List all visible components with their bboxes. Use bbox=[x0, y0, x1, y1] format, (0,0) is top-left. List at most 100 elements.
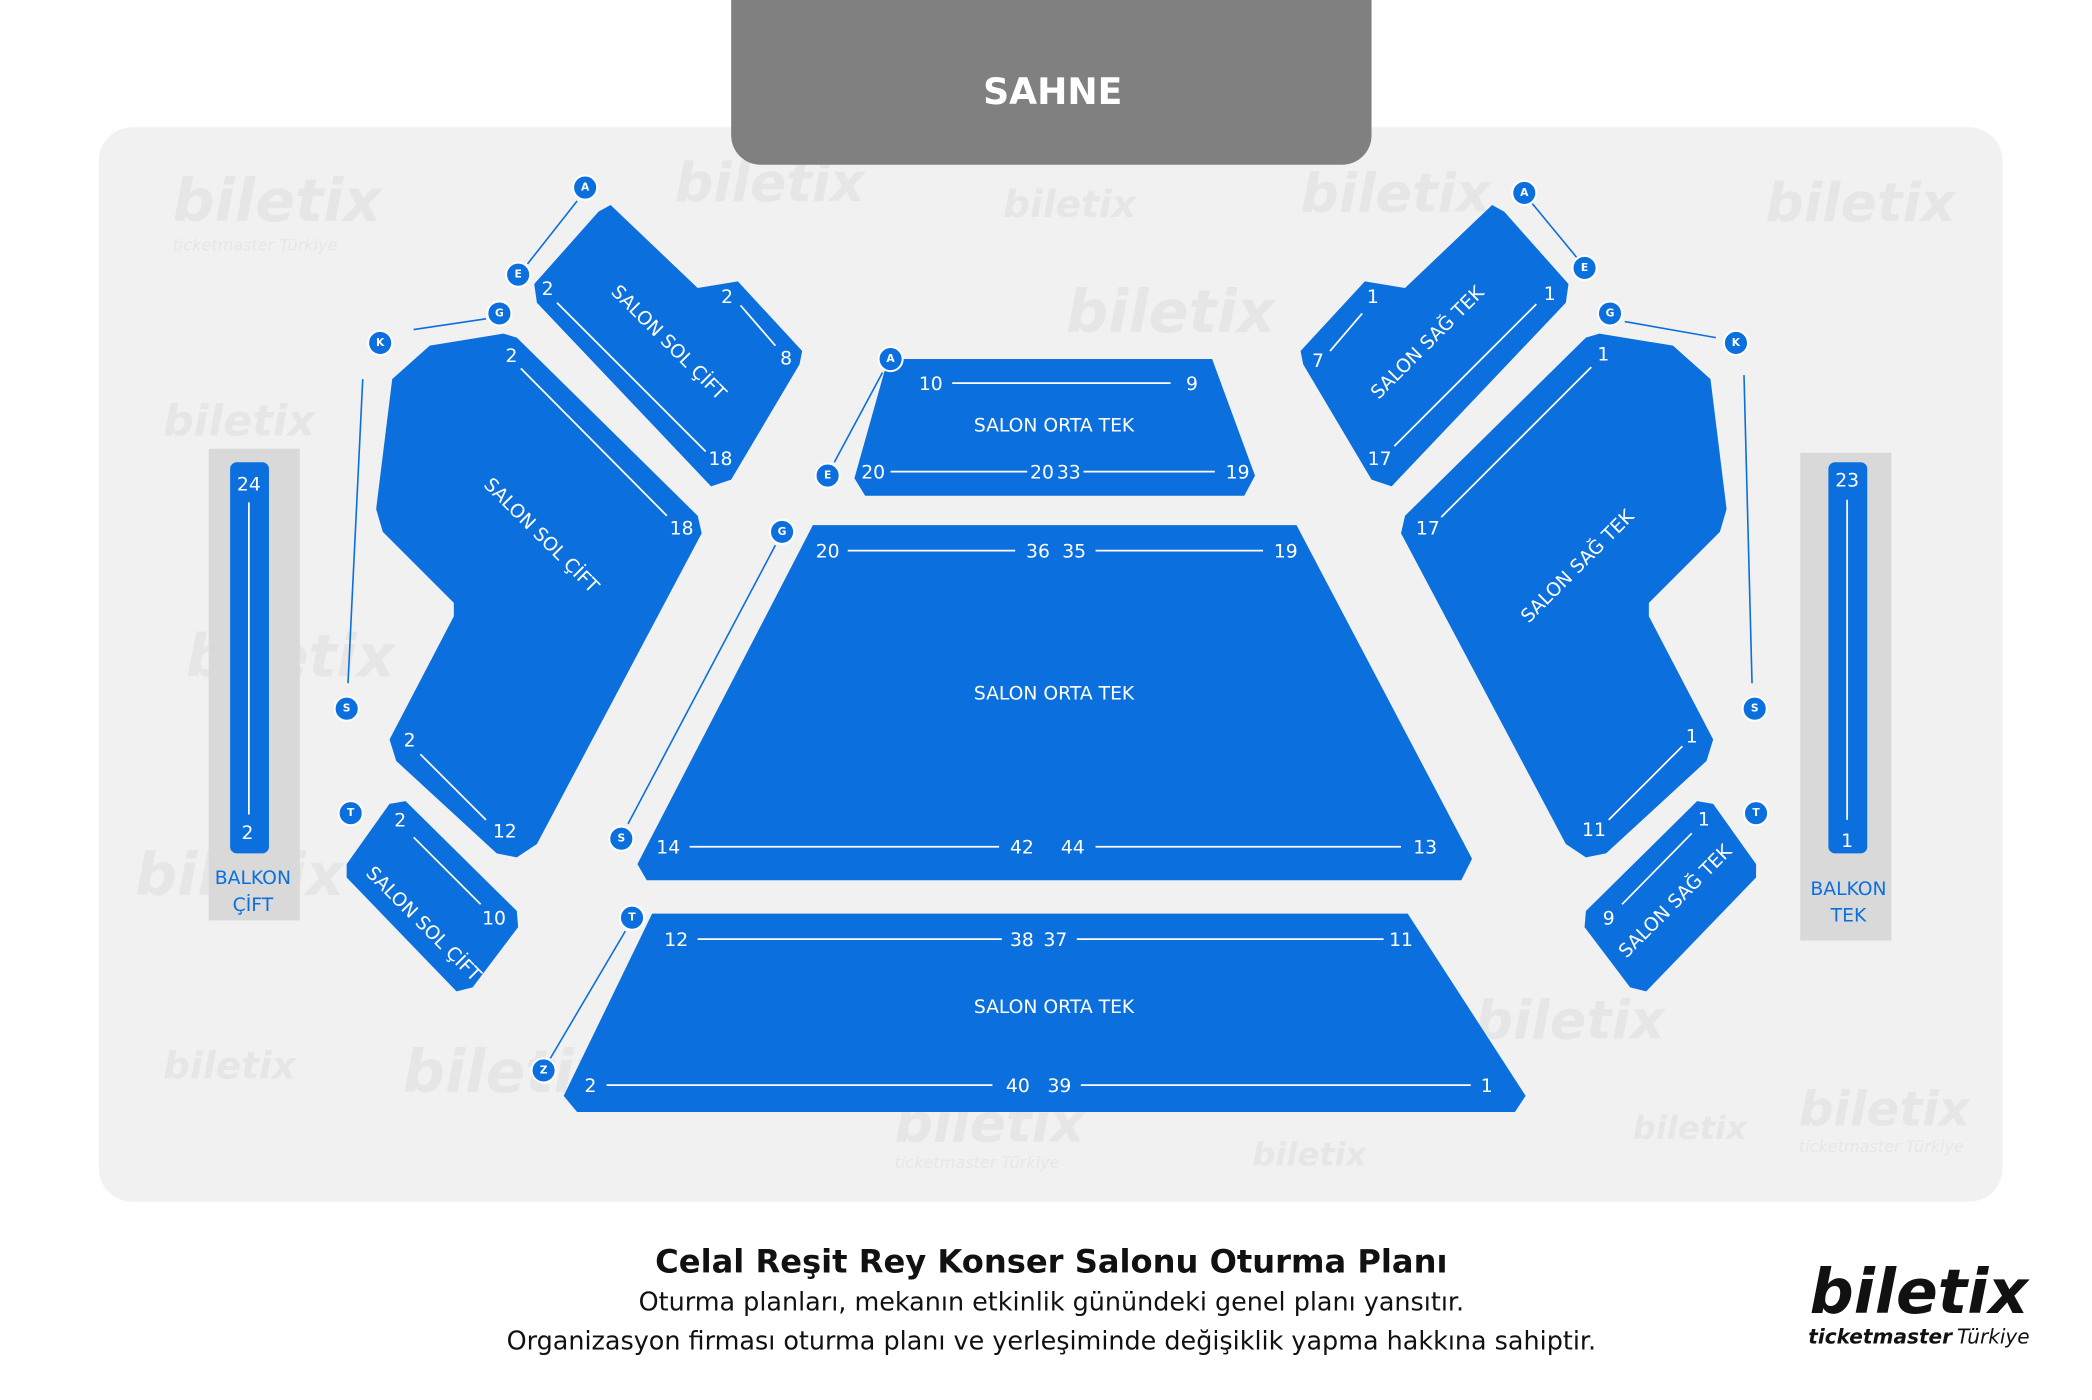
row-number: 2 bbox=[404, 730, 416, 751]
row-number: 40 bbox=[1006, 1076, 1030, 1097]
svg-text:A: A bbox=[581, 181, 590, 194]
watermark: biletix bbox=[1252, 1136, 1367, 1174]
watermark: biletix bbox=[1301, 162, 1492, 225]
row-number: 2 bbox=[394, 811, 406, 832]
section-label: SALON ORTA TEK bbox=[974, 683, 1135, 704]
row-marker: T bbox=[1742, 800, 1770, 827]
plan-note: Oturma planları, mekanın etkinlik gününd… bbox=[639, 1288, 1465, 1318]
row-number: 42 bbox=[1010, 838, 1034, 859]
section-salon-sol-cift-top[interactable]: 2 18 2 8 SALON SOL ÇİFT bbox=[534, 204, 803, 487]
watermark: biletix bbox=[1633, 1109, 1748, 1147]
row-connectors bbox=[347, 200, 1753, 1059]
row-number: 33 bbox=[1057, 462, 1081, 483]
section-salon-orta-tek-top[interactable]: 10 9 SALON ORTA TEK 20 20 33 19 bbox=[854, 359, 1255, 496]
row-number: 1 bbox=[1841, 831, 1853, 852]
row-number: 44 bbox=[1061, 838, 1085, 859]
row-marker: S bbox=[1741, 695, 1768, 722]
watermark: biletix bbox=[1475, 988, 1666, 1051]
row-number: 9 bbox=[1603, 909, 1615, 930]
row-marker: G bbox=[486, 300, 513, 327]
row-number: 1 bbox=[1481, 1076, 1493, 1097]
row-number: 13 bbox=[1413, 838, 1437, 859]
row-marker: G bbox=[769, 518, 796, 545]
row-number: 1 bbox=[1367, 287, 1379, 308]
svg-text:G: G bbox=[495, 306, 504, 319]
row-marker: A bbox=[1511, 179, 1538, 206]
row-marker: K bbox=[367, 329, 394, 357]
section-label: TEK bbox=[1830, 906, 1867, 927]
row-markers: A E G K S T A E G S T Z A E G K S T bbox=[333, 174, 1770, 1084]
logo-sub: ticketmaster bbox=[1808, 1325, 1953, 1349]
row-number: 9 bbox=[1186, 374, 1198, 395]
row-number: 19 bbox=[1226, 462, 1250, 483]
row-number: 1 bbox=[1597, 345, 1609, 366]
svg-text:T: T bbox=[1752, 806, 1760, 819]
svg-text:E: E bbox=[1581, 261, 1588, 274]
row-marker: S bbox=[608, 825, 635, 852]
logo-region: Türkiye bbox=[1957, 1325, 2030, 1349]
row-number: 1 bbox=[1544, 284, 1556, 305]
row-marker: K bbox=[1722, 329, 1750, 357]
row-number: 2 bbox=[542, 279, 554, 300]
watermark: ticketmaster Türkiye bbox=[895, 1153, 1060, 1172]
biletix-logo: biletix ticketmaster Türkiye bbox=[1808, 1256, 2030, 1349]
section-salon-sag-tek-top[interactable]: 1 7 1 17 SALON SAĞ TEK bbox=[1300, 204, 1569, 487]
watermark: biletix bbox=[163, 396, 316, 446]
row-number: 39 bbox=[1047, 1076, 1071, 1097]
row-number: 8 bbox=[780, 349, 792, 370]
row-number: 7 bbox=[1312, 351, 1324, 372]
section-balkon-cift[interactable]: 24 2 BALKON ÇİFT bbox=[208, 448, 300, 921]
row-marker: S bbox=[333, 695, 360, 722]
row-number: 1 bbox=[1698, 809, 1710, 830]
row-number: 37 bbox=[1043, 930, 1067, 951]
stage: SAHNE bbox=[731, 0, 1372, 165]
section-salon-sag-tek-mid[interactable]: 1 17 1 11 SALON SAĞ TEK bbox=[1401, 333, 1727, 858]
plan-disclaimer: Organizasyon firması oturma planı ve yer… bbox=[507, 1326, 1597, 1356]
svg-text:S: S bbox=[343, 702, 351, 715]
row-number: 38 bbox=[1010, 930, 1034, 951]
row-number: 35 bbox=[1062, 541, 1086, 562]
section-label: BALKON bbox=[215, 868, 291, 889]
row-number: 14 bbox=[656, 838, 680, 859]
svg-text:E: E bbox=[514, 268, 521, 281]
svg-text:T: T bbox=[347, 806, 355, 819]
row-marker: A bbox=[877, 345, 904, 373]
row-marker: Z bbox=[530, 1057, 557, 1084]
row-number: 2 bbox=[585, 1076, 597, 1097]
section-label: SALON ORTA TEK bbox=[974, 997, 1135, 1018]
row-number: 17 bbox=[1416, 519, 1440, 540]
row-number: 18 bbox=[670, 519, 694, 540]
row-number: 19 bbox=[1274, 541, 1298, 562]
row-number: 1 bbox=[1686, 726, 1698, 747]
row-number: 20 bbox=[861, 462, 885, 483]
section-balkon-tek[interactable]: 23 1 BALKON TEK bbox=[1800, 452, 1892, 941]
section-label: SALON ORTA TEK bbox=[974, 416, 1135, 437]
row-number: 10 bbox=[919, 374, 943, 395]
row-number: 17 bbox=[1368, 449, 1392, 470]
section-salon-orta-tek-low[interactable]: 12 38 37 11 SALON ORTA TEK 2 40 39 1 bbox=[563, 913, 1526, 1112]
row-marker: E bbox=[1571, 254, 1598, 282]
svg-text:S: S bbox=[1751, 702, 1759, 715]
watermark: biletix bbox=[173, 166, 384, 235]
logo-brand: biletix bbox=[1810, 1256, 2031, 1328]
row-number: 12 bbox=[664, 930, 688, 951]
row-number: 23 bbox=[1835, 470, 1859, 491]
section-salon-orta-tek-mid[interactable]: 20 36 35 19 SALON ORTA TEK 14 42 44 13 bbox=[637, 525, 1473, 881]
row-number: 10 bbox=[482, 909, 506, 930]
watermark: biletix bbox=[1765, 171, 1956, 234]
svg-text:S: S bbox=[617, 832, 625, 845]
section-salon-sag-tek-low[interactable]: 1 9 SALON SAĞ TEK bbox=[1584, 801, 1757, 992]
svg-text:G: G bbox=[778, 525, 787, 538]
watermark: biletix bbox=[1003, 182, 1138, 226]
svg-text:A: A bbox=[886, 352, 895, 365]
section-salon-sol-cift-mid[interactable]: 2 18 2 12 SALON SOL ÇİFT bbox=[376, 333, 702, 858]
svg-text:A: A bbox=[1520, 186, 1529, 199]
row-number: 20 bbox=[816, 541, 840, 562]
row-number: 12 bbox=[493, 821, 517, 842]
watermark: ticketmaster Türkiye bbox=[1799, 1137, 1964, 1156]
row-number: 36 bbox=[1026, 541, 1050, 562]
section-label: BALKON bbox=[1810, 879, 1886, 900]
svg-text:Z: Z bbox=[540, 1063, 548, 1076]
row-number: 2 bbox=[242, 823, 254, 844]
